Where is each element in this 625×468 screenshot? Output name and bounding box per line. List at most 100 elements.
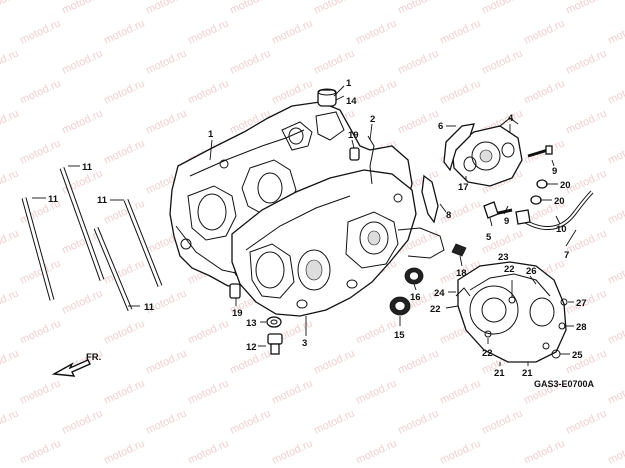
callout-14: 14	[346, 96, 357, 107]
callout-16: 16	[410, 292, 421, 303]
oil-seal-15[interactable]	[389, 296, 411, 316]
watermark-text: motod.ru	[144, 0, 188, 17]
callout-18: 18	[456, 268, 467, 279]
clip-18[interactable]	[451, 243, 467, 257]
crankcase-cover[interactable]	[457, 261, 567, 363]
watermark-text: motod.ru	[102, 17, 146, 46]
bracket-8[interactable]	[421, 174, 439, 224]
watermark-text: motod.ru	[438, 437, 482, 466]
oil-pump-assembly[interactable]	[451, 117, 523, 187]
watermark-text: motod.ru	[564, 167, 608, 196]
stud-bolt-4[interactable]	[93, 227, 133, 311]
stud-bolt-1[interactable]	[59, 167, 105, 281]
banjo-bolt-20-mid[interactable]	[530, 195, 542, 205]
stud-bolt-3[interactable]	[123, 199, 163, 287]
watermark-text: motod.ru	[270, 437, 314, 466]
callout-9-top: 9	[552, 166, 557, 177]
callout-19-top: 19	[348, 130, 359, 141]
drain-bolt-12[interactable]	[267, 333, 283, 355]
watermark-text: motod.ru	[564, 0, 608, 17]
dowel-pin-19-top[interactable]	[349, 147, 360, 161]
watermark-text: motod.ru	[186, 437, 230, 466]
callout-3: 3	[302, 338, 307, 349]
watermark-text: motod.ru	[564, 107, 608, 136]
watermark-text: motod.ru	[0, 287, 21, 316]
callout-13: 13	[246, 318, 257, 329]
callout-28: 28	[576, 322, 587, 333]
callout-2: 2	[370, 114, 375, 125]
callout-11-b: 11	[48, 194, 59, 205]
oil-pump-bolt-9-top[interactable]	[527, 145, 553, 158]
watermark-text: motod.ru	[186, 317, 230, 346]
watermark-text: motod.ru	[312, 347, 356, 376]
callout-22-top: 22	[504, 264, 515, 275]
watermark-text: motod.ru	[60, 0, 104, 17]
watermark-text: motod.ru	[102, 137, 146, 166]
watermark-text: motod.ru	[0, 107, 21, 136]
callout-10: 10	[556, 224, 567, 235]
watermark-text: motod.ru	[18, 377, 62, 406]
watermark-text: motod.ru	[186, 17, 230, 46]
watermark-text: motod.ru	[270, 17, 314, 46]
crankcase-right-half[interactable]	[231, 169, 445, 317]
watermark-text: motod.ru	[606, 377, 625, 406]
callout-24: 24	[434, 288, 445, 299]
watermark-text: motod.ru	[228, 0, 272, 17]
watermark-text: motod.ru	[438, 77, 482, 106]
watermark-text: motod.ru	[0, 227, 21, 256]
stud-bolt-2[interactable]	[21, 197, 55, 301]
watermark-text: motod.ru	[144, 347, 188, 376]
callout-19-bottom: 19	[232, 308, 243, 319]
dowel-pin-19-bottom[interactable]	[229, 283, 241, 299]
watermark-text: motod.ru	[0, 407, 21, 436]
watermark-text: motod.ru	[270, 377, 314, 406]
watermark-text: motod.ru	[270, 77, 314, 106]
oil-pump-cover-6[interactable]	[443, 123, 475, 172]
callout-20-top: 20	[560, 180, 571, 191]
watermark-text: motod.ru	[396, 0, 440, 17]
watermark-text: motod.ru	[354, 317, 398, 346]
watermark-text: motod.ru	[606, 317, 625, 346]
watermark-text: motod.ru	[480, 0, 524, 17]
direction-label: FR.	[86, 352, 101, 363]
callout-11-c: 11	[97, 195, 108, 206]
watermark-text: motod.ru	[312, 407, 356, 436]
watermark-text: motod.ru	[354, 17, 398, 46]
watermark-text: motod.ru	[606, 17, 625, 46]
watermark-text: motod.ru	[606, 437, 625, 466]
watermark-text: motod.ru	[0, 47, 21, 76]
watermark-text: motod.ru	[522, 437, 566, 466]
callout-21-right: 21	[522, 368, 533, 379]
watermark-text: motod.ru	[18, 17, 62, 46]
watermark-text: motod.ru	[606, 197, 625, 226]
cover-bolt-27[interactable]	[560, 298, 568, 306]
watermark-text: motod.ru	[480, 47, 524, 76]
gasket-2[interactable]	[367, 135, 375, 185]
bearing-14[interactable]	[317, 88, 337, 107]
watermark-text: motod.ru	[522, 77, 566, 106]
callout-23: 23	[498, 252, 509, 263]
watermark-text: motod.ru	[438, 17, 482, 46]
oil-seal-16[interactable]	[404, 267, 424, 285]
watermark-text: motod.ru	[228, 407, 272, 436]
watermark-text: motod.ru	[312, 47, 356, 76]
callout-11-a: 11	[82, 162, 93, 173]
watermark-text: motod.ru	[0, 347, 21, 376]
watermark-text: motod.ru	[60, 287, 104, 316]
oil-pipe-7[interactable]	[518, 190, 594, 231]
bolt-5[interactable]	[483, 201, 499, 219]
watermark-text: motod.ru	[480, 407, 524, 436]
watermark-text: motod.ru	[606, 137, 625, 166]
oil-pipe-union-10[interactable]	[515, 209, 531, 225]
washer-13[interactable]	[266, 316, 282, 328]
cover-gasket-24[interactable]	[455, 287, 471, 297]
callout-5: 5	[486, 232, 492, 243]
banjo-bolt-20-top[interactable]	[536, 179, 548, 189]
callout-4: 4	[508, 113, 514, 124]
diagram-code: GAS3-E0700A	[534, 379, 595, 389]
watermark-text: motod.ru	[60, 407, 104, 436]
watermark-text: motod.ru	[0, 167, 21, 196]
watermark-text: motod.ru	[564, 407, 608, 436]
